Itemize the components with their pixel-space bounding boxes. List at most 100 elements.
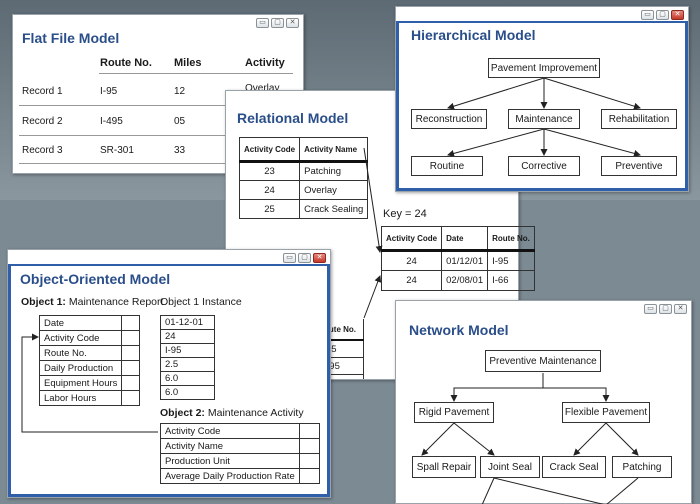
empty-cell: [121, 390, 141, 406]
object-oriented-window: ▭ ▢ ✕ Object-Oriented Model Object 1: Ma…: [7, 249, 331, 498]
maximize-button[interactable]: ▢: [271, 18, 284, 28]
header-rule: [322, 339, 364, 341]
window-title: Object-Oriented Model: [20, 271, 171, 287]
object1-label-bold: Object 1:: [21, 296, 66, 308]
table-cell: 01/12/01: [441, 250, 489, 271]
close-button[interactable]: ✕: [313, 253, 326, 263]
child-node: Flexible Pavement: [562, 402, 650, 423]
hierarchical-window: ▭ ▢ ✕ Hierarchical Model Pavement Improv…: [395, 6, 689, 192]
header-divider: [99, 73, 293, 74]
object1-label: Object 1: Maintenance Report: [21, 296, 163, 308]
object2-fields: Activity Code Activity Name Production U…: [160, 423, 320, 484]
object2-label-text: Maintenance Activity: [207, 407, 304, 419]
leaf-node: Patching: [612, 456, 672, 478]
field-cell: Route No.: [38, 345, 123, 361]
minimize-button[interactable]: ▭: [641, 10, 654, 20]
record-miles: 12: [174, 86, 186, 97]
value-cell: 2.5: [160, 357, 215, 372]
field-cell: Activity Code: [160, 423, 300, 439]
window-controls: ▭ ▢ ✕: [283, 253, 326, 263]
row-divider: [19, 135, 293, 136]
record-route: SR-301: [100, 145, 134, 156]
table-cell: I-95: [487, 250, 535, 271]
maximize-button[interactable]: ▢: [656, 10, 669, 20]
route-table-fragment: oute No. 95 495: [322, 319, 364, 375]
field-cell: Production Unit: [160, 453, 300, 469]
value-cell: I-95: [160, 343, 215, 358]
object2-label: Object 2: Maintenance Activity: [160, 407, 304, 419]
record-label: Record 3: [22, 145, 63, 156]
col-header: Activity Name: [299, 137, 369, 163]
table-cell: 95: [326, 344, 337, 355]
window-title: Hierarchical Model: [411, 27, 536, 43]
field-cell: Equipment Hours: [38, 375, 123, 391]
col-header-miles: Miles: [174, 57, 202, 69]
record-label: Record 1: [22, 86, 63, 97]
record-route: I-495: [100, 116, 123, 127]
col-header: Route No.: [487, 226, 535, 252]
field-cell: Average Daily Production Rate: [160, 468, 300, 484]
col-header: oute No.: [324, 325, 356, 334]
col-header-activity: Activity: [245, 57, 285, 69]
child-node: Rigid Pavement: [414, 402, 494, 423]
window-controls: ▭ ▢ ✕: [256, 18, 299, 28]
value-cell: 24: [160, 329, 215, 344]
empty-cell: [121, 345, 141, 361]
maximize-button[interactable]: ▢: [298, 253, 311, 263]
child-node: Reconstruction: [411, 109, 487, 129]
root-node: Pavement Improvement: [488, 58, 600, 78]
table-cell: 02/08/01: [441, 270, 489, 291]
value-cell: 01-12-01: [160, 315, 215, 330]
leaf-node: Crack Seal: [542, 456, 606, 478]
table-cell: 24: [380, 270, 443, 291]
table-cell: Crack Sealing: [299, 199, 369, 219]
object2-label-bold: Object 2:: [160, 407, 205, 419]
object1-label-text: Maintenance Report: [68, 296, 164, 308]
col-header: Date: [441, 226, 489, 252]
table-cell: 25: [238, 199, 301, 219]
empty-cell: [298, 423, 320, 439]
route-table-fragment-row: [322, 375, 364, 379]
close-button[interactable]: ✕: [286, 18, 299, 28]
record-route: I-95: [100, 86, 118, 97]
close-button[interactable]: ✕: [674, 304, 687, 314]
child-node: Maintenance: [508, 109, 580, 129]
window-title: Flat File Model: [22, 30, 120, 46]
maximize-button[interactable]: ▢: [659, 304, 672, 314]
window-title: Network Model: [409, 322, 509, 338]
key-label: Key = 24: [383, 208, 427, 220]
row-rule: [322, 357, 364, 358]
col-header-route: Route No.: [100, 57, 152, 69]
table-cell: 495: [324, 361, 340, 372]
row-divider: [19, 105, 293, 106]
empty-cell: [121, 360, 141, 376]
record-miles: 33: [174, 145, 186, 156]
col-header: Activity Code: [238, 137, 301, 163]
field-cell: Activity Name: [160, 438, 300, 454]
field-cell: Activity Code: [38, 330, 123, 346]
frame-inner: [8, 264, 330, 497]
frame-inner: [396, 21, 688, 191]
table-cell: I-66: [487, 270, 535, 291]
minimize-button[interactable]: ▭: [283, 253, 296, 263]
col-header: Activity Code: [380, 226, 443, 252]
table-cell: Overlay: [299, 180, 369, 200]
object1-values: 01-12-01 24 I-95 2.5 6.0 6.0: [160, 315, 215, 400]
field-cell: Labor Hours: [38, 390, 123, 406]
empty-cell: [298, 438, 320, 454]
close-button[interactable]: ✕: [671, 10, 684, 20]
minimize-button[interactable]: ▭: [256, 18, 269, 28]
table-cell: Patching: [299, 161, 369, 181]
value-cell: 6.0: [160, 385, 215, 400]
table-cell: 23: [238, 161, 301, 181]
field-cell: Daily Production: [38, 360, 123, 376]
child-node: Rehabilitation: [601, 109, 677, 129]
leaf-node: Spall Repair: [412, 456, 476, 478]
empty-cell: [298, 453, 320, 469]
record-activity: Overlay: [245, 83, 280, 94]
minimize-button[interactable]: ▭: [644, 304, 657, 314]
row-divider: [19, 163, 293, 164]
window-title: Relational Model: [237, 110, 349, 126]
